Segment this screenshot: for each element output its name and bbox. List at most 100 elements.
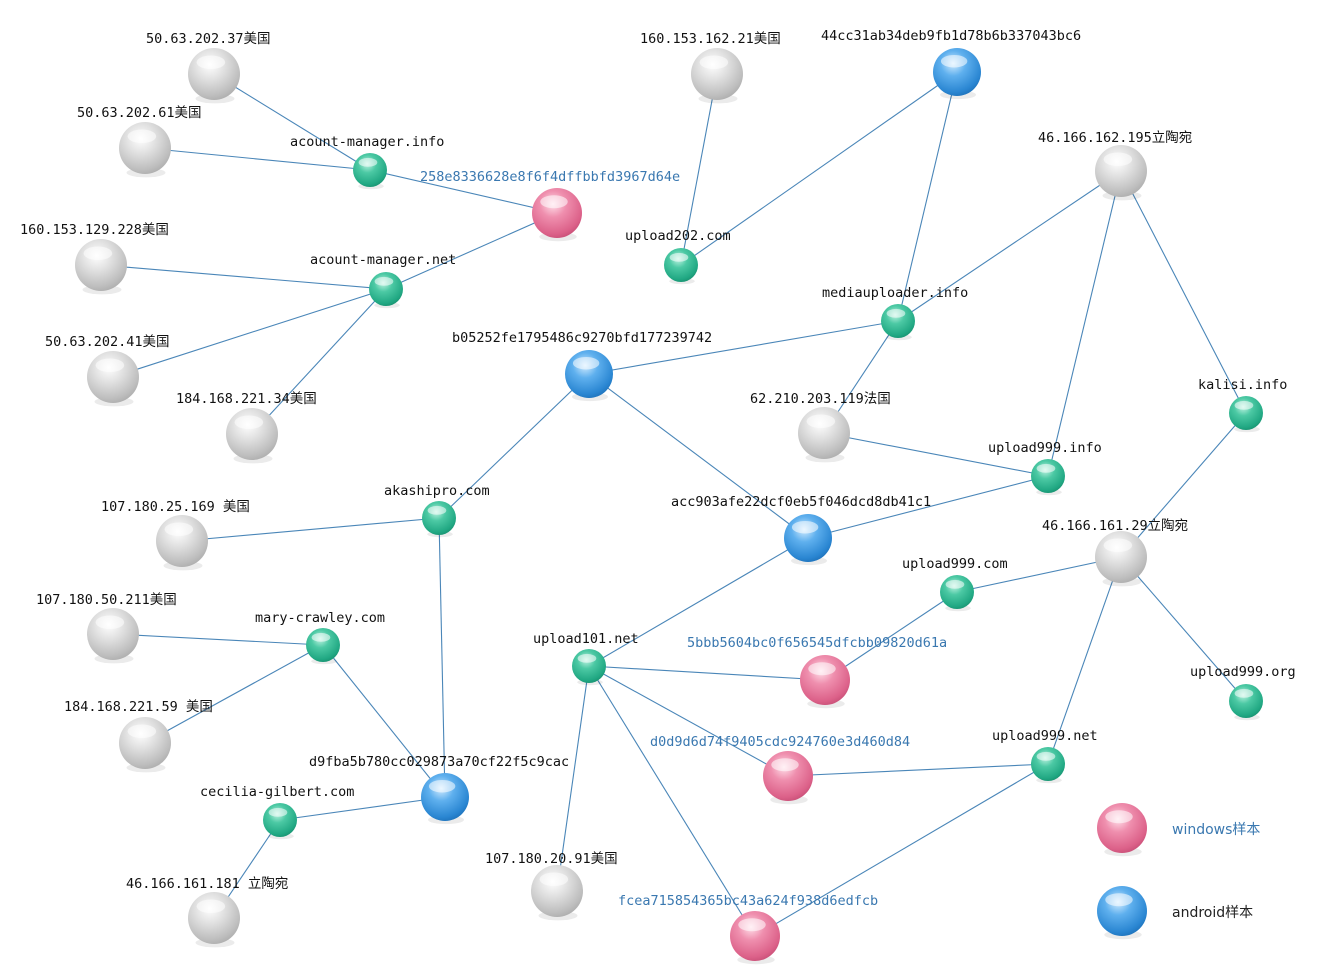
domain-label-d4: mary-crawley.com (255, 610, 385, 626)
legend-android-icon[interactable] (1097, 886, 1147, 940)
domain-label-d6: upload202.com (625, 228, 731, 244)
ip-label-ip10: 107.180.20.91美国 (485, 851, 618, 867)
edge-d8-a3 (807, 475, 1049, 539)
domain-node-d12[interactable] (1229, 684, 1263, 721)
ip-label-ip9: 46.166.161.181 立陶宛 (126, 876, 288, 892)
edge-w3-d13 (787, 763, 1049, 777)
ip-node-ip11-highlight (699, 55, 729, 70)
windows-label-w2: 5bbb5604bc0f656545dfcbb09820d61a (687, 635, 947, 651)
edge-d7-ip12 (897, 170, 1122, 322)
android-node-a2[interactable] (565, 350, 613, 402)
domain-node-d3-highlight (427, 505, 447, 515)
ip-node-ip5-highlight (234, 415, 264, 430)
android-node-a3-highlight (791, 520, 819, 534)
domain-label-d1: acount-manager.info (290, 134, 444, 150)
ip-node-ip13-highlight (806, 414, 836, 429)
edge-ip12-d8 (1047, 170, 1122, 477)
domain-node-d10[interactable] (940, 575, 974, 612)
legend-android-icon-highlight (1105, 893, 1133, 907)
ip-node-ip10[interactable] (531, 865, 583, 921)
ip-label-ip12: 46.166.162.195立陶宛 (1038, 130, 1192, 146)
domain-label-d7: mediauploader.info (822, 285, 968, 301)
ip-node-ip8[interactable] (119, 717, 171, 773)
windows-node-w4[interactable] (730, 911, 780, 965)
domain-label-d12: upload999.org (1190, 664, 1296, 680)
windows-label-w1: 258e8336628e8f6f4dffbbfd3967d64e (420, 169, 680, 185)
windows-node-w2-highlight (808, 662, 836, 676)
domain-node-d5[interactable] (263, 803, 297, 840)
ip-node-ip9[interactable] (188, 892, 240, 948)
domain-node-d7-highlight (886, 308, 906, 318)
ip-node-ip14-highlight (1103, 538, 1133, 553)
ip-node-ip14[interactable] (1095, 531, 1147, 587)
ip-node-ip12[interactable] (1095, 145, 1147, 201)
ip-label-ip14: 46.166.161.29立陶宛 (1042, 518, 1188, 534)
android-label-a4: d9fba5b780cc029873a70cf22f5c9cac (309, 754, 569, 770)
edge-ip4-d2 (112, 288, 387, 378)
domain-node-d4[interactable] (306, 628, 340, 665)
android-node-a3[interactable] (784, 514, 832, 566)
edge-a2-d3 (438, 373, 590, 519)
domain-node-d9[interactable] (1229, 396, 1263, 433)
windows-node-w3[interactable] (763, 751, 813, 805)
edge-d11-w3 (588, 665, 789, 777)
ip-label-ip1: 50.63.202.37美国 (146, 31, 271, 47)
domain-node-d11[interactable] (572, 649, 606, 686)
domain-label-d3: akashipro.com (384, 483, 490, 499)
legend-windows-label: windows样本 (1172, 822, 1260, 838)
label-layer: 50.63.202.37美国 50.63.202.61美国 160.153.129.… (20, 28, 1296, 909)
android-node-a1[interactable] (933, 48, 981, 100)
ip-node-ip12-highlight (1103, 152, 1133, 167)
domain-node-d3[interactable] (422, 501, 456, 538)
windows-node-w2[interactable] (800, 655, 850, 709)
ip-node-ip1-highlight (196, 55, 226, 70)
edge-d3-a4 (438, 517, 446, 798)
domain-label-d9: kalisi.info (1198, 377, 1287, 393)
ip-node-ip6[interactable] (156, 515, 208, 571)
domain-node-d13-highlight (1036, 751, 1056, 761)
ip-node-ip11[interactable] (691, 48, 743, 104)
ip-node-ip7[interactable] (87, 608, 139, 664)
android-node-a4-highlight (428, 779, 456, 793)
domain-node-d8[interactable] (1031, 459, 1065, 496)
domain-label-d11: upload101.net (533, 631, 639, 647)
domain-node-d6[interactable] (664, 248, 698, 285)
edge-ip14-d13 (1047, 556, 1122, 765)
domain-node-d7[interactable] (881, 304, 915, 341)
domain-node-d4-highlight (311, 632, 331, 642)
ip-node-ip5[interactable] (226, 408, 278, 464)
ip-node-ip13[interactable] (798, 407, 850, 463)
ip-label-ip3: 160.153.129.228美国 (20, 222, 169, 238)
windows-node-w1[interactable] (532, 188, 582, 242)
node-layer (75, 48, 1263, 965)
legend-windows-icon[interactable] (1097, 803, 1147, 857)
ip-node-ip1[interactable] (188, 48, 240, 104)
domain-label-d13: upload999.net (992, 728, 1098, 744)
ip-node-ip2[interactable] (119, 122, 171, 178)
edge-ip5-d2 (251, 288, 387, 435)
ip-node-ip3[interactable] (75, 239, 127, 295)
edge-ip3-d2 (100, 264, 387, 290)
edge-d4-a4 (322, 644, 446, 798)
edge-ip6-d3 (181, 517, 440, 542)
edge-ip1-d1 (213, 73, 371, 171)
edge-d6-a1 (680, 71, 958, 266)
android-node-a4[interactable] (421, 773, 469, 825)
ip-label-ip8: 184.168.221.59 美国 (64, 699, 213, 715)
windows-node-w4-highlight (738, 918, 766, 932)
domain-node-d2[interactable] (369, 272, 403, 309)
domain-node-d13[interactable] (1031, 747, 1065, 784)
domain-node-d2-highlight (374, 276, 394, 286)
legend-android-label: android样本 (1172, 905, 1253, 921)
edge-ip2-d1 (144, 147, 371, 171)
edge-ip12-d9 (1120, 170, 1247, 414)
ip-node-ip8-highlight (127, 724, 157, 739)
domain-label-d2: acount-manager.net (310, 252, 456, 268)
ip-node-ip7-highlight (95, 615, 125, 630)
domain-node-d1[interactable] (353, 153, 387, 190)
ip-label-ip2: 50.63.202.61美国 (77, 105, 202, 121)
ip-node-ip4[interactable] (87, 351, 139, 407)
ip-node-ip3-highlight (83, 246, 113, 261)
edge-ip14-d12 (1120, 556, 1247, 702)
